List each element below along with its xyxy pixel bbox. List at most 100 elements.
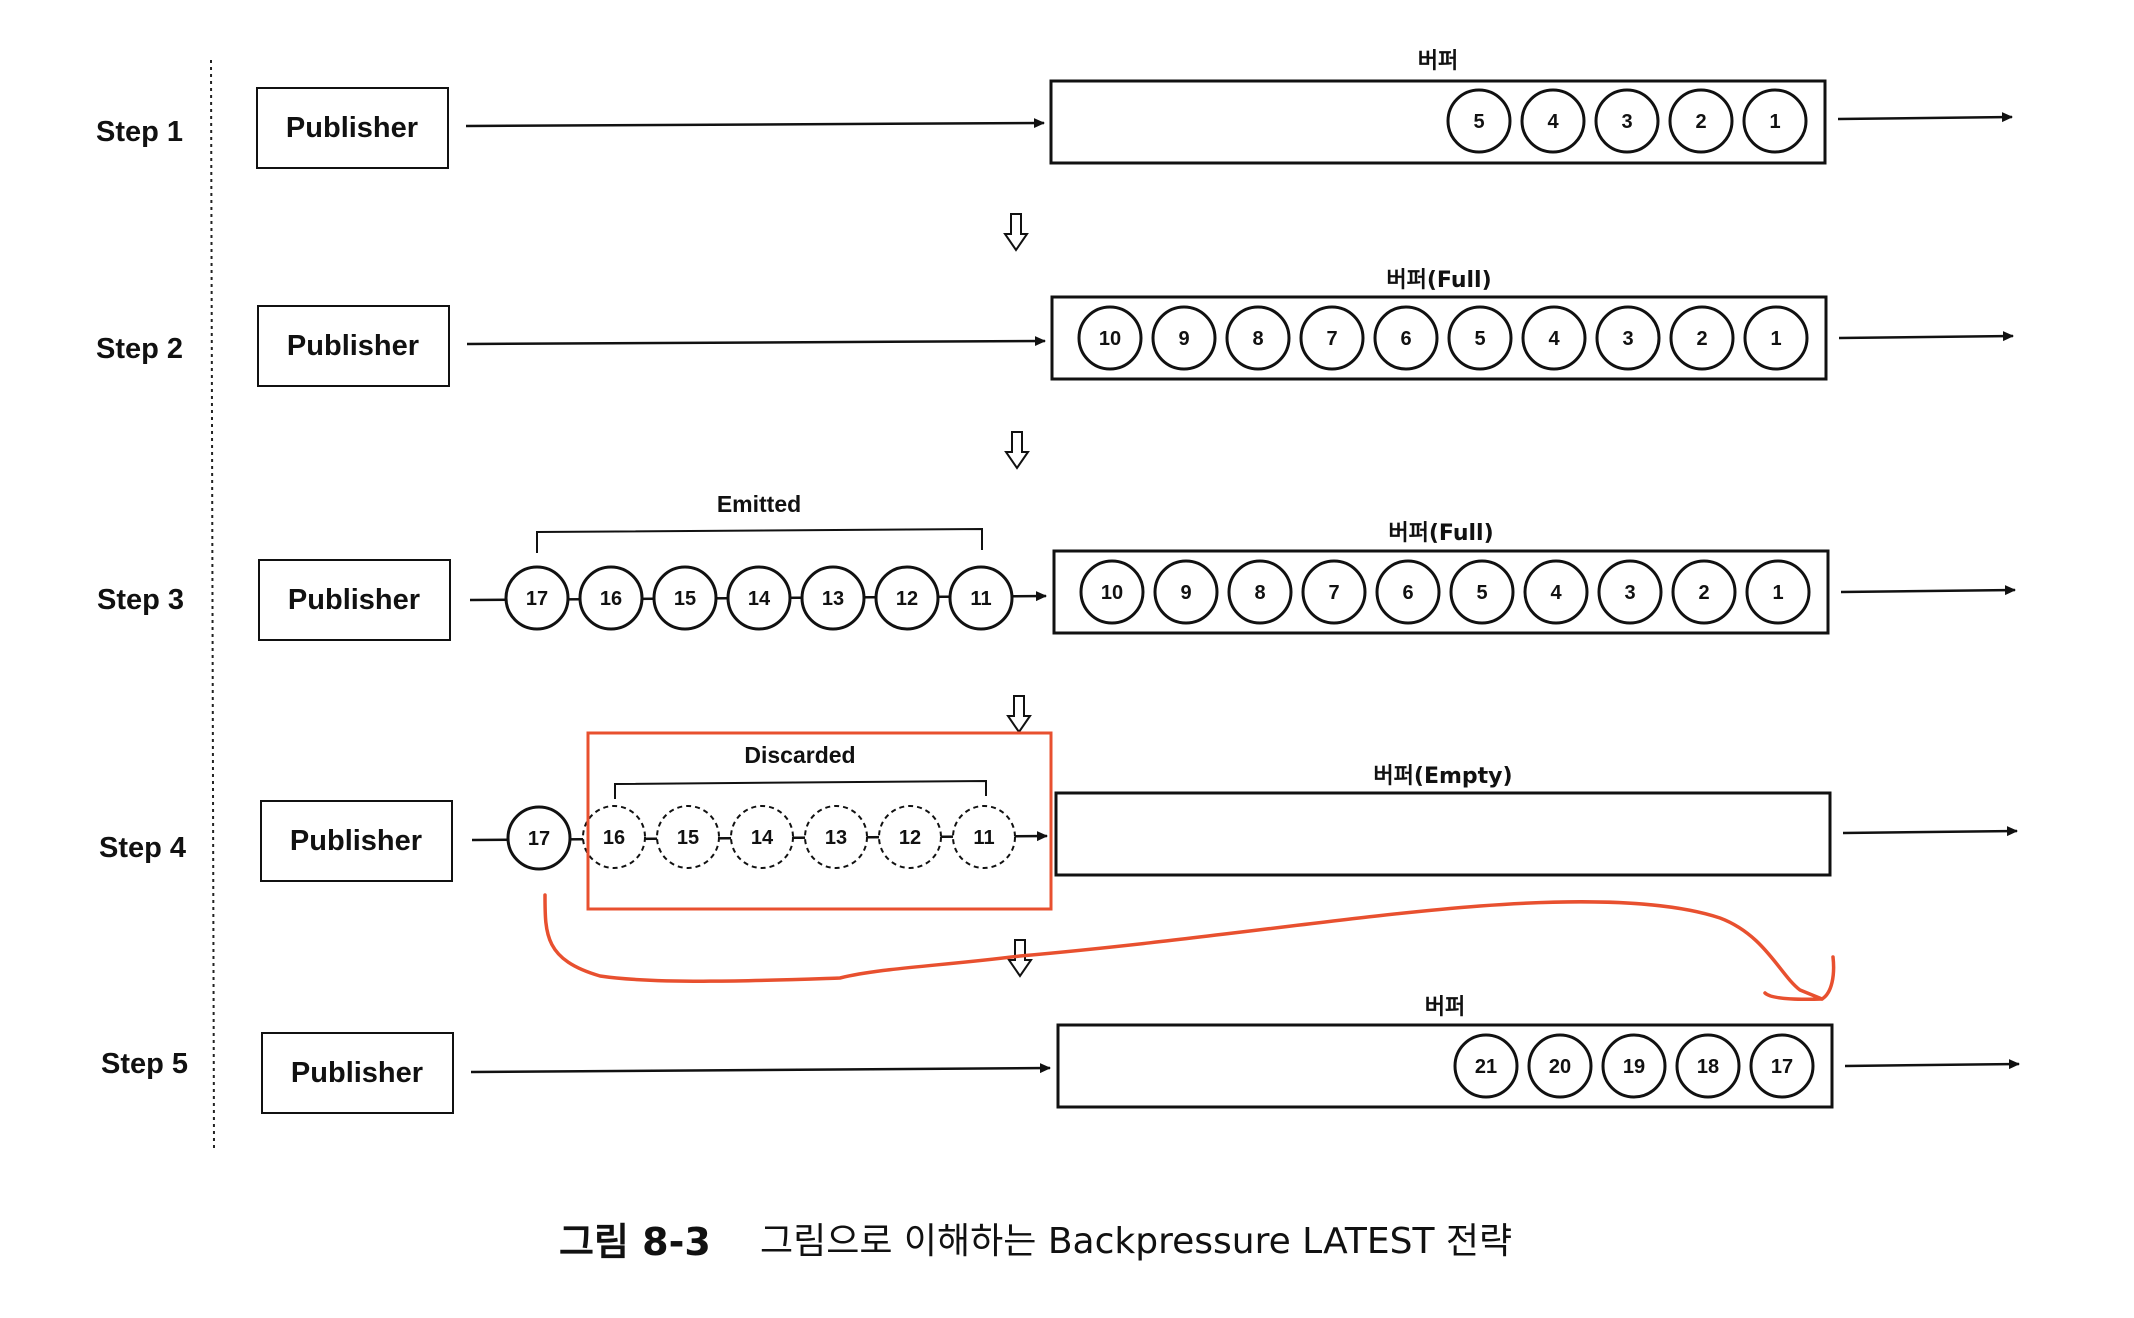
item-number: 1 — [1770, 328, 1781, 350]
buffer-item-circle: 7 — [1301, 559, 1367, 625]
down-arrow-icon — [1004, 431, 1030, 470]
buffer-item-circle: 7 — [1299, 305, 1365, 371]
step-3-publisher-box — [258, 559, 451, 641]
step-1-label: Step 1 — [96, 116, 183, 148]
item-circle-outline — [1595, 305, 1661, 371]
step-5-output-arrow — [1844, 1059, 2020, 1070]
buffer-item-circle: 5 — [1446, 88, 1512, 154]
item-circle-outline — [1153, 559, 1219, 625]
item-number: 3 — [1621, 111, 1632, 133]
figure-caption-title: 그림으로 이해하는 Backpressure LATEST 전략 — [760, 1221, 1512, 1262]
item-circle-outline — [1299, 305, 1365, 371]
item-circle-outline — [1446, 88, 1512, 154]
discarded-highlight-box — [586, 731, 1053, 911]
discarded-bracket — [614, 779, 987, 799]
discarded-item-circle: 12 — [878, 805, 942, 869]
latest-kept-item-circle: 17 — [506, 805, 572, 871]
down-arrow-icon — [1007, 939, 1033, 978]
item-circle-outline — [1077, 305, 1143, 371]
buffer-item-circle: 10 — [1079, 559, 1145, 625]
item-circle-outline — [504, 565, 570, 631]
emitted-item-circle: 13 — [800, 565, 866, 631]
item-circle-outline — [1449, 559, 1515, 625]
down-arrow-icon — [1006, 695, 1032, 734]
item-number: 8 — [1252, 328, 1263, 350]
buffer-item-circle: 2 — [1669, 305, 1735, 371]
item-number: 2 — [1696, 328, 1707, 350]
step-1-output-arrow — [1837, 112, 2013, 123]
step-3-label: Step 3 — [97, 584, 184, 616]
buffer-item-circle: 3 — [1597, 559, 1663, 625]
item-number: 11 — [970, 588, 991, 610]
step-2-publisher-label: Publisher — [287, 330, 419, 362]
item-circle-outline — [1749, 1033, 1815, 1099]
item-number: 4 — [1550, 582, 1562, 604]
item-circle-outline — [948, 565, 1014, 631]
item-circle-outline — [878, 805, 942, 869]
emitted-item-circle: 15 — [652, 565, 718, 631]
item-number: 13 — [822, 588, 844, 610]
item-number: 1 — [1769, 111, 1780, 133]
item-number: 12 — [899, 827, 921, 849]
buffer-item-circle: 20 — [1527, 1033, 1593, 1099]
item-circle-outline — [1675, 1033, 1741, 1099]
emitted-label: Emitted — [717, 491, 801, 517]
buffer-item-circle: 2 — [1668, 88, 1734, 154]
emitted-item-circle: 16 — [578, 565, 644, 631]
step-5-publisher-box — [261, 1032, 454, 1114]
step-4-output-arrow — [1842, 826, 2018, 837]
item-number: 11 — [973, 827, 994, 849]
discarded-item-circle: 15 — [656, 805, 720, 869]
item-number: 3 — [1624, 582, 1635, 604]
latest-item-carry-annotation — [543, 893, 1836, 1001]
item-circle-outline — [1597, 559, 1663, 625]
item-circle-outline — [1301, 559, 1367, 625]
buffer-item-circle: 21 — [1453, 1033, 1519, 1099]
item-circle-outline — [1594, 88, 1660, 154]
item-number: 17 — [1771, 1056, 1793, 1078]
step-2-publisher-box — [257, 305, 450, 387]
item-number: 4 — [1548, 328, 1560, 350]
step-4-label: Step 4 — [99, 832, 186, 864]
item-circle-outline — [1743, 305, 1809, 371]
buffer-item-circle: 3 — [1595, 305, 1661, 371]
item-circle-outline — [1742, 88, 1808, 154]
item-number: 7 — [1326, 328, 1337, 350]
item-circle-outline — [1523, 559, 1589, 625]
buffer-item-circle: 4 — [1520, 88, 1586, 154]
item-circle-outline — [1453, 1033, 1519, 1099]
item-number: 19 — [1623, 1056, 1645, 1078]
item-number: 2 — [1695, 111, 1706, 133]
buffer-item-circle: 1 — [1742, 88, 1808, 154]
item-number: 8 — [1254, 582, 1265, 604]
item-number: 17 — [528, 828, 550, 850]
buffer-item-circle: 2 — [1671, 559, 1737, 625]
item-number: 10 — [1099, 328, 1121, 350]
item-number: 6 — [1402, 582, 1413, 604]
item-circle-outline — [730, 805, 794, 869]
down-arrow-icon — [1003, 213, 1029, 252]
buffer-item-circle: 6 — [1375, 559, 1441, 625]
item-circle-outline — [1669, 305, 1735, 371]
item-number: 5 — [1473, 111, 1484, 133]
buffer-item-circle: 3 — [1594, 88, 1660, 154]
buffer-item-circle: 17 — [1749, 1033, 1815, 1099]
item-number: 18 — [1697, 1056, 1719, 1078]
item-number: 21 — [1475, 1056, 1497, 1078]
step-2-buffer-title: 버퍼(Full) — [1386, 268, 1491, 293]
item-number: 5 — [1476, 582, 1487, 604]
buffer-item-circle: 8 — [1227, 559, 1293, 625]
item-circle-outline — [1671, 559, 1737, 625]
item-circle-outline — [1527, 1033, 1593, 1099]
item-circle-outline — [952, 805, 1016, 869]
item-circle-outline — [1151, 305, 1217, 371]
buffer-item-circle: 4 — [1523, 559, 1589, 625]
step-3-buffer-title: 버퍼(Full) — [1388, 521, 1493, 546]
item-circle-outline — [1227, 559, 1293, 625]
item-circle-outline — [1447, 305, 1513, 371]
item-circle-outline — [582, 805, 646, 869]
item-number: 1 — [1772, 582, 1783, 604]
step-4-publisher-box — [260, 800, 453, 882]
item-number: 20 — [1549, 1056, 1571, 1078]
item-number: 5 — [1474, 328, 1485, 350]
